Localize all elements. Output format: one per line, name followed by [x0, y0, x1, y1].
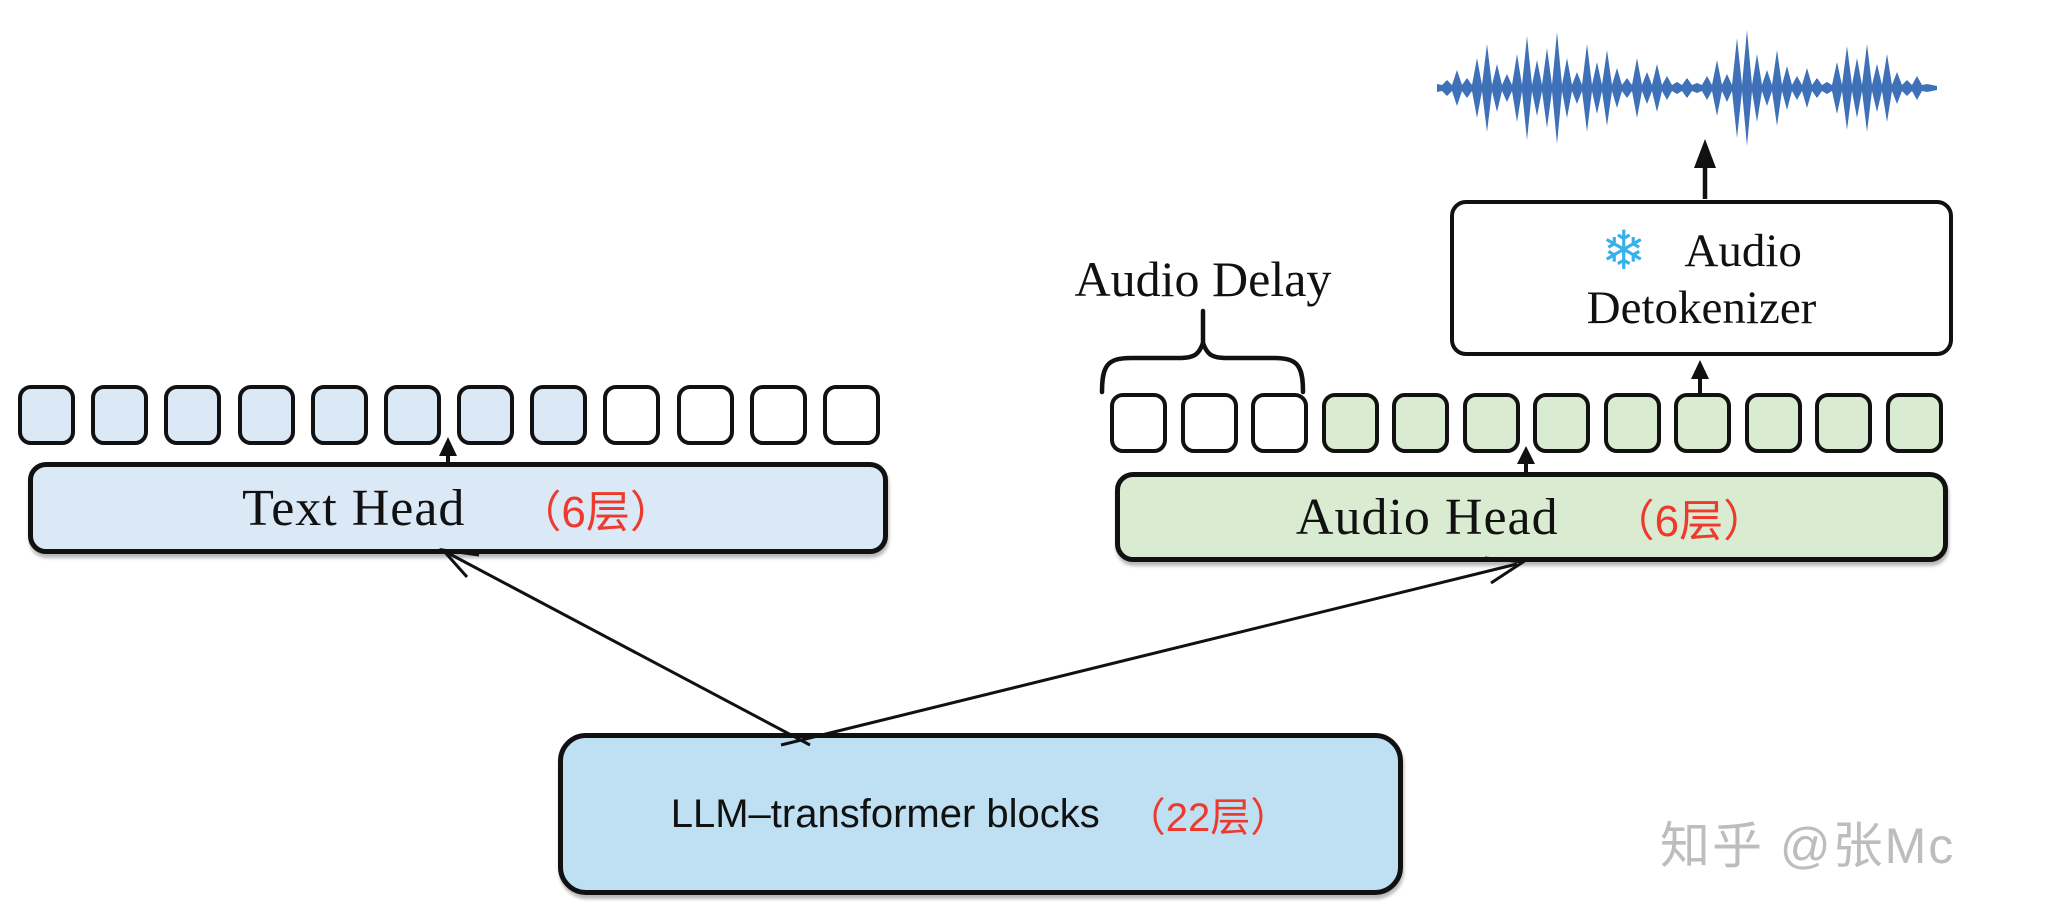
token-empty [822, 385, 880, 445]
audio-detokenizer-label-detokenizer: Detokenizer [1586, 281, 1817, 334]
token-blue [530, 385, 588, 445]
token-blue [310, 385, 368, 445]
audio-waveform-icon [1437, 30, 1937, 146]
token-blue [457, 385, 515, 445]
arrow-llm-to-text-head [439, 547, 811, 747]
token-blue [91, 385, 149, 445]
token-empty [1251, 393, 1309, 453]
llm-transformer-blocks-label: LLM–transformer blocks [670, 791, 1100, 836]
token-blue [18, 385, 75, 445]
audio-token-row [1110, 393, 1943, 453]
token-empty [1180, 393, 1238, 453]
watermark: 知乎 @张Mc [1660, 818, 1956, 874]
token-empty [1110, 393, 1167, 453]
arrow-tokens-to-detokenizer [1691, 360, 1709, 394]
text-head-box: Text Head （6层） [28, 462, 888, 554]
llm-layer-count: （22层） [1125, 796, 1291, 840]
token-green [1462, 393, 1520, 453]
waveform-shape [1437, 30, 1937, 146]
token-green [1533, 393, 1591, 453]
token-green [1744, 393, 1802, 453]
text-token-row [18, 385, 880, 445]
text-head-layer-count: （6层） [517, 488, 674, 537]
text-head-label: Text Head [242, 479, 466, 537]
token-green [1321, 393, 1379, 453]
audio-head-layer-count: （6层） [1610, 497, 1768, 546]
token-green [1885, 393, 1943, 453]
token-empty [749, 385, 807, 445]
token-blue [237, 385, 295, 445]
audio-head-box: Audio Head （6层） [1115, 472, 1948, 562]
token-empty [603, 385, 661, 445]
token-green [1815, 393, 1873, 453]
audio-head-label: Audio Head [1295, 488, 1559, 546]
audio-delay-label: Audio Delay [1074, 251, 1332, 307]
token-empty [676, 385, 734, 445]
token-green [1674, 393, 1732, 453]
token-blue [383, 385, 441, 445]
snowflake-icon: ❄ [1601, 219, 1647, 283]
token-green [1392, 393, 1450, 453]
audio-detokenizer-box: ❄ Audio Detokenizer [1450, 200, 1953, 356]
audio-delay-brace [1099, 308, 1306, 395]
arrow-detokenizer-to-waveform [1694, 139, 1716, 199]
token-green [1603, 393, 1661, 453]
token-blue [164, 385, 222, 445]
llm-transformer-blocks-box: LLM–transformer blocks （22层） [558, 733, 1403, 895]
audio-detokenizer-label-audio: Audio [1684, 225, 1802, 278]
arrow-llm-to-audio-head [780, 556, 1528, 747]
audio-detokenizer-line1: ❄ Audio [1601, 219, 1802, 283]
